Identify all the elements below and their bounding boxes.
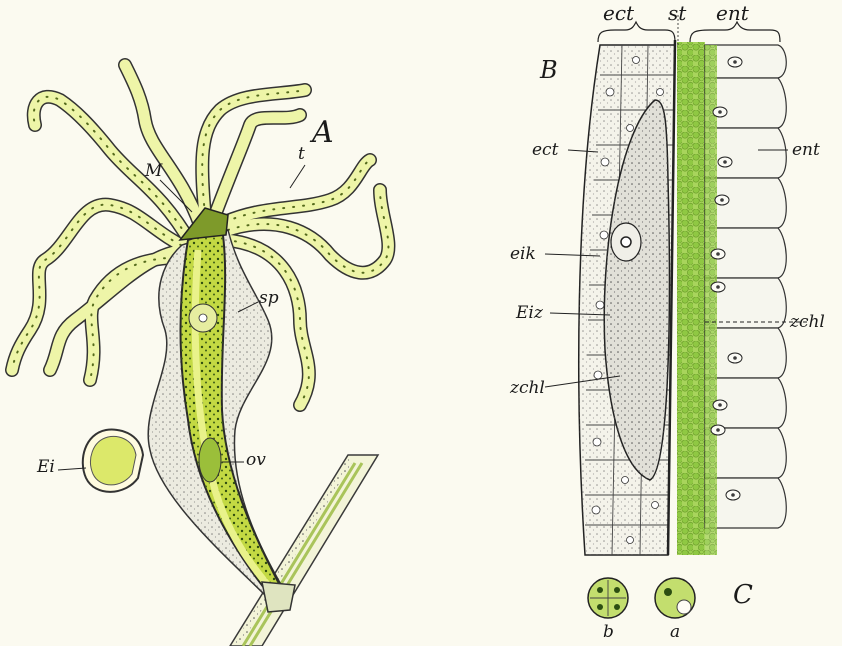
- label-zchl-right: zchl: [790, 314, 825, 331]
- label-ovary: ov: [246, 452, 266, 469]
- label-mouth: M: [145, 163, 162, 180]
- cell-a: [655, 578, 695, 618]
- hypostome: [180, 208, 228, 240]
- label-spermary: sp: [259, 290, 279, 307]
- basal-disc: [262, 582, 295, 612]
- panel-label-b: B: [540, 58, 558, 82]
- zoochlorellae-band: [677, 42, 705, 555]
- ovary: [199, 438, 221, 482]
- panel-label-c: C: [733, 582, 753, 608]
- ect-brace: [598, 22, 675, 42]
- panel-label-a: A: [312, 118, 334, 148]
- label-cell-a: a: [670, 624, 680, 641]
- label-ect-top: ect: [603, 3, 634, 23]
- label-st-top: st: [668, 3, 686, 23]
- egg: [83, 430, 143, 492]
- cell-b: [588, 578, 628, 618]
- label-egg-nucleus: eik: [510, 246, 536, 263]
- label-ect-left: ect: [532, 142, 558, 159]
- tissue-section: [545, 15, 810, 555]
- label-ent-top: ent: [716, 3, 749, 23]
- label-ent-right: ent: [792, 142, 820, 159]
- hydra-figure: [12, 65, 388, 646]
- isolated-cells: [588, 578, 695, 618]
- label-egg-cell: Eiz: [516, 305, 543, 322]
- label-zchl-left: zchl: [510, 380, 545, 397]
- label-tentacle: t: [298, 146, 305, 163]
- label-egg: Ei: [37, 459, 55, 476]
- ent-brace: [690, 22, 780, 42]
- label-cell-b: b: [603, 624, 614, 641]
